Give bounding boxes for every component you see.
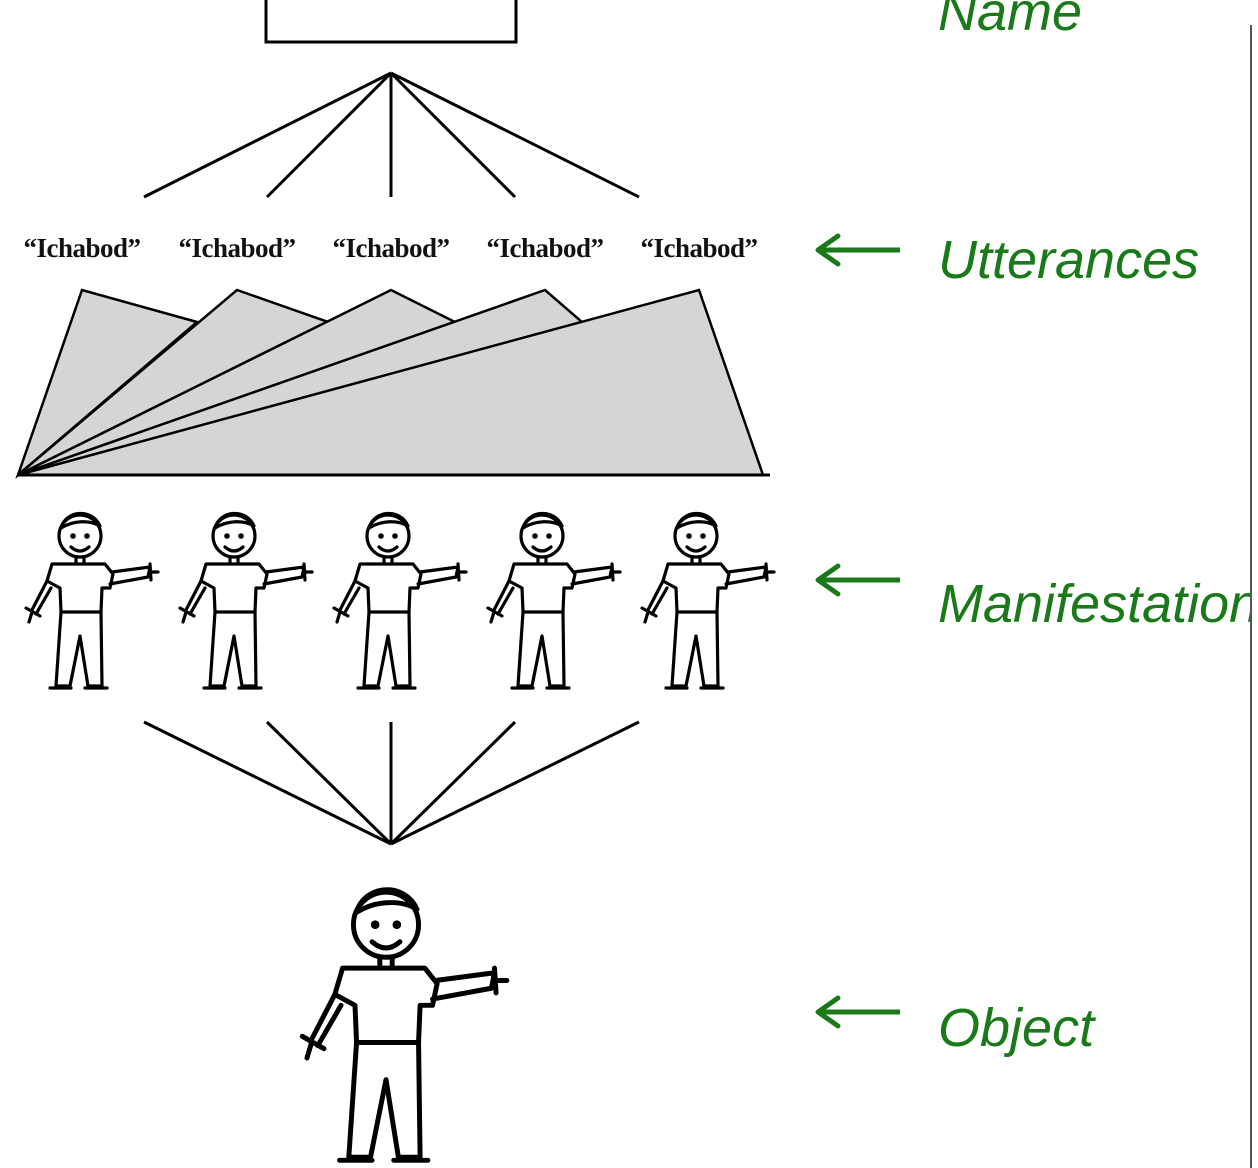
object-label: Object <box>938 998 1096 1058</box>
manifestation-row <box>24 511 776 690</box>
utterance-text: “Ichabod” <box>640 233 757 263</box>
stick-figure-icon <box>486 511 622 690</box>
name-box <box>264 0 518 44</box>
manifestations-to-object-connectors <box>143 720 640 846</box>
utterance-text: “Ichabod” <box>332 233 449 263</box>
object-figure-icon <box>302 890 507 1161</box>
arrow-left-icon <box>818 236 900 264</box>
utterance-text: “Ichabod” <box>486 233 603 263</box>
name-to-utterances-connectors <box>143 71 640 199</box>
arrow-left-icon <box>818 566 900 594</box>
utterance-text: “Ichabod” <box>178 233 295 263</box>
arrow-left-icon <box>818 998 900 1026</box>
manifestations-label: Manifestations <box>938 574 1258 634</box>
stick-figure-icon <box>332 511 468 690</box>
stick-figure-icon <box>24 511 160 690</box>
name-label: Name <box>938 0 1082 42</box>
utterance-triangles <box>15 288 770 479</box>
stick-figure-icon <box>640 511 776 690</box>
right-crop-mask <box>1250 0 1258 1168</box>
utterances-label: Utterances <box>938 230 1199 290</box>
utterance-row: “Ichabod” “Ichabod” “Ichabod” “Ichabod” … <box>23 233 758 263</box>
utterance-text: “Ichabod” <box>23 233 140 263</box>
stick-figure-icon <box>178 511 314 690</box>
